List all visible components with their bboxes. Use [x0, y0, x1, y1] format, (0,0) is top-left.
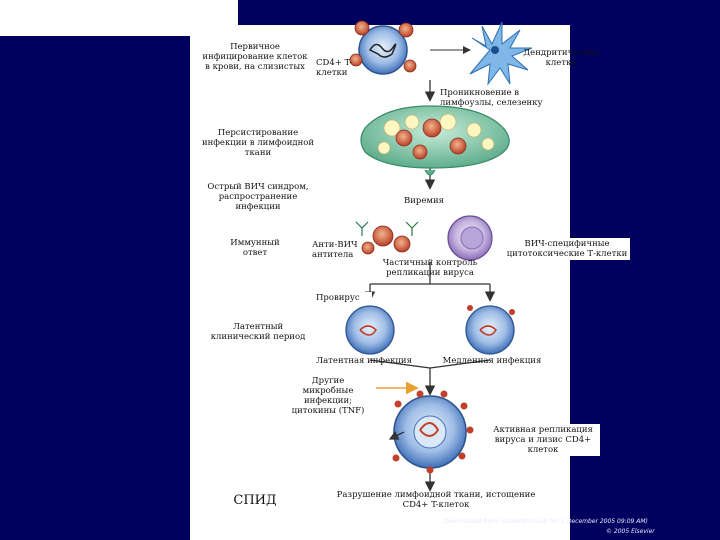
label-cd4-cell: CD4+ T- клетки — [316, 58, 352, 78]
label-dendritic-cell: Дендритическая клетка — [523, 48, 599, 68]
label-active-replication: Активная репликация вируса и лизис CD4+ … — [486, 424, 600, 456]
virus-cluster-viremia — [361, 225, 411, 255]
cytotoxic-t-cell — [447, 215, 493, 261]
antibody-symbols — [355, 221, 419, 236]
label-viremia: Виремия — [404, 196, 445, 206]
lymph-node — [360, 105, 510, 176]
credit-copyright: © 2005 Elsevier — [606, 528, 655, 535]
slow-infected-cell — [465, 305, 515, 355]
label-anti-hiv-antibodies: Анти-ВИЧ антитела — [312, 240, 358, 260]
active-replication-cell — [388, 390, 474, 474]
label-spread-lymph: Проникновение в лимфоузлы, селезенку — [440, 88, 543, 108]
credit-source: Downloaded from: StudentConsult (on 1 De… — [444, 518, 648, 525]
cd4-cell-top — [358, 25, 408, 75]
latent-infected-cell — [345, 305, 395, 355]
label-aids: СПИД — [233, 493, 277, 508]
label-immune-response: Иммунный ответ — [230, 238, 280, 258]
virus-particles-top — [349, 20, 417, 73]
label-destruction: Разрушение лимфоидной ткани, истощение C… — [336, 490, 536, 510]
label-other-infections: Другие микробные инфекции; цитокины (TNF… — [291, 376, 365, 416]
label-latent-period: Латентный клинический период — [210, 322, 306, 342]
label-primary-infection: Первичное инфицирование клеток в крови, … — [202, 42, 308, 72]
label-slow-infection: Медленная инфекция — [442, 356, 542, 366]
flow-arrows — [364, 80, 496, 492]
label-hiv-specific-ctl: ВИЧ-специфичные цитотоксические Т-клетки — [504, 238, 630, 260]
label-latent-infection: Латентная инфекция — [316, 356, 412, 366]
label-persistent-infection: Персистирование инфекции в лимфоидной тк… — [201, 128, 315, 158]
label-partial-control: Частичный контроль репликации вируса — [382, 258, 478, 278]
label-provirus: Провирус — [314, 292, 372, 304]
dendritic-cell — [469, 21, 533, 86]
label-acute-hiv: Острый ВИЧ синдром, распространение инфе… — [207, 182, 309, 212]
